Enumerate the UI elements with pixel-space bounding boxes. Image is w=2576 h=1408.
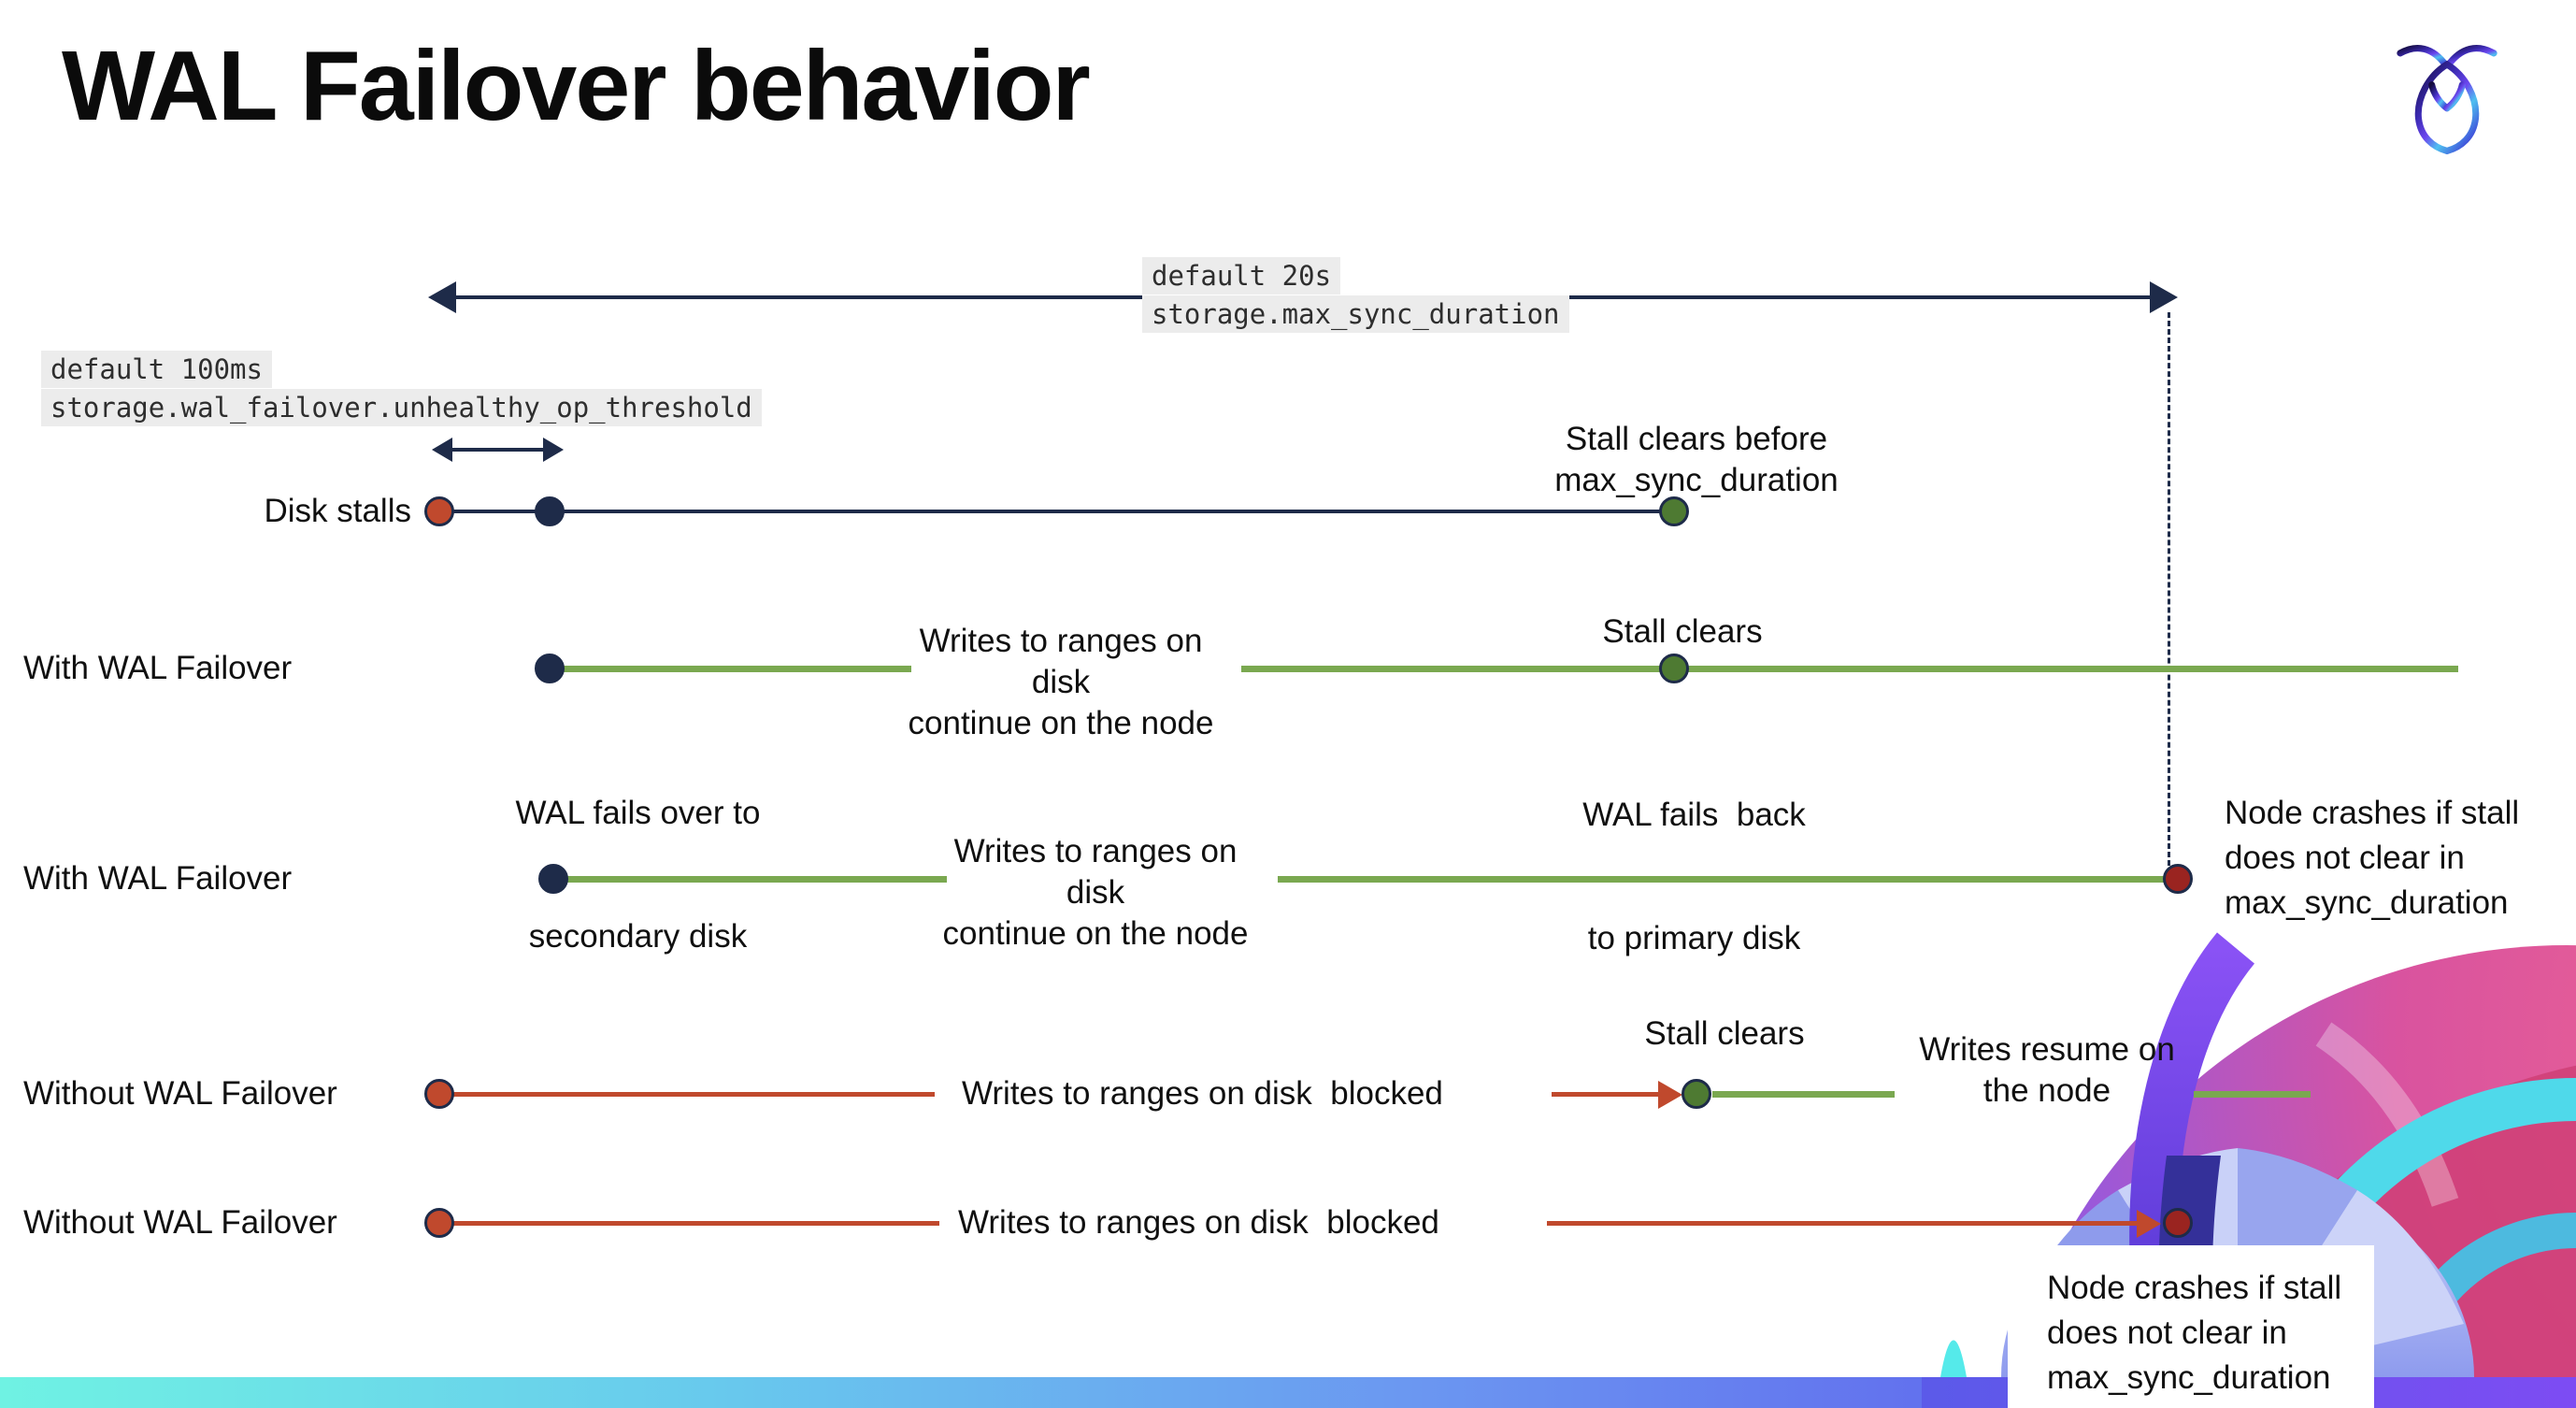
row1-stall-clears-dot [1659, 496, 1689, 526]
row-label-without-wal-failover-1: Without WAL Failover [23, 1075, 337, 1112]
row2-green-line-a [561, 666, 911, 672]
arrow-left-head-icon [428, 281, 456, 313]
row4-green-line-b [2194, 1091, 2311, 1098]
row5-stall-start-dot [424, 1208, 454, 1238]
row2-stall-clears-label: Stall clears [1602, 613, 1763, 650]
row5-red-line-a [439, 1221, 939, 1226]
row5-crash-dot [2163, 1208, 2193, 1238]
arrow-right-head-icon [2150, 281, 2178, 313]
stall-clears-before-label: Stall clears before max_sync_duration [1554, 421, 1839, 498]
row4-green-line-a [1712, 1091, 1895, 1098]
page-title: WAL Failover behavior [62, 31, 1091, 141]
unhealthy-op-setting-label: storage.wal_failover.unhealthy_op_thresh… [41, 389, 762, 426]
max-sync-default-label: default 20s [1142, 257, 1341, 295]
row3-node-crashes-label: Node crashes if stall does not clear in … [2225, 795, 2520, 921]
row4-stall-clears-dot [1682, 1079, 1711, 1109]
row1-stall-start-dot [424, 496, 454, 526]
wal-fails-back-label: WAL fails back to primary disk [1582, 797, 1806, 956]
row3-green-line-a [566, 876, 947, 883]
unhealthy-op-default-label: default 100ms [41, 351, 272, 388]
threshold-arrow-right-head-icon [543, 438, 564, 462]
row4-stall-start-dot [424, 1079, 454, 1109]
row3-failover-dot [538, 864, 568, 894]
cockroachdb-logo-icon [2397, 45, 2497, 155]
writes-resume-label: Writes resume on the node [1919, 1031, 2175, 1109]
row3-green-line-b [1278, 876, 2165, 883]
row4-red-line-b [1552, 1092, 1666, 1097]
row3-writes-continue-label: Writes to ranges on disk continue on the… [942, 833, 1249, 952]
row2-stall-clears-dot [1659, 654, 1689, 683]
row-label-disk-stalls: Disk stalls [264, 493, 411, 529]
row1-timeline [439, 510, 1664, 513]
row2-green-line-b [1241, 666, 2458, 672]
node-crashes-callout: Node crashes if stall does not clear in … [2008, 1245, 2374, 1408]
row4-stall-clears-label: Stall clears [1644, 1015, 1805, 1052]
row3-crash-dot [2163, 864, 2193, 894]
row5-node-crashes-label: Node crashes if stall does not clear in … [2047, 1270, 2342, 1396]
row4-writes-blocked-label: Writes to ranges on disk blocked [962, 1075, 1443, 1112]
wal-fails-over-label: WAL fails over to secondary disk [515, 795, 761, 955]
threshold-arrow-left-head-icon [432, 438, 452, 462]
row-label-without-wal-failover-2: Without WAL Failover [23, 1204, 337, 1241]
row2-failover-dot [535, 654, 565, 683]
max-sync-setting-label: storage.max_sync_duration [1142, 295, 1569, 333]
row4-red-arrow-head-icon [1658, 1081, 1682, 1109]
row5-red-arrow-head-icon [2137, 1210, 2161, 1238]
max-sync-deadline-dashed-line [2168, 312, 2170, 866]
row4-red-line-a [439, 1092, 935, 1097]
row2-writes-continue-label: Writes to ranges on disk continue on the… [908, 623, 1214, 741]
row1-threshold-dot [535, 496, 565, 526]
threshold-span-line [447, 448, 550, 452]
row-label-with-wal-failover-1: With WAL Failover [23, 650, 293, 686]
row5-writes-blocked-label: Writes to ranges on disk blocked [958, 1204, 1439, 1241]
row-label-with-wal-failover-2: With WAL Failover [23, 860, 293, 897]
row5-red-line-b [1547, 1221, 2142, 1226]
